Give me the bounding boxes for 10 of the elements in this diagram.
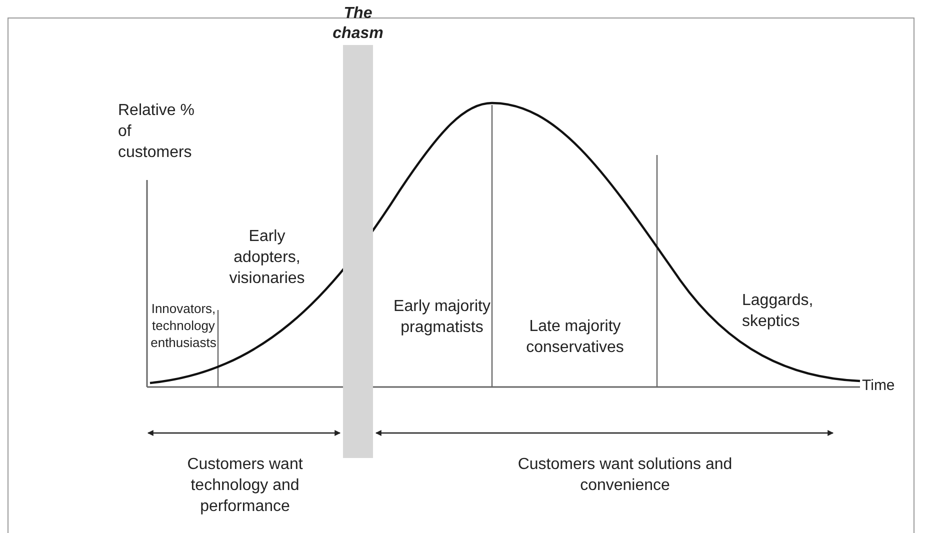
time-axis-label: Time — [862, 376, 896, 396]
segment-label: Innovators, technology enthusiasts — [150, 300, 217, 351]
segment-label: Late majority conservatives — [525, 317, 625, 358]
chasm-title: The chasm — [332, 4, 384, 44]
needs-label: Customers want technology and performance — [186, 455, 304, 517]
segment-label: Laggards, skeptics — [742, 291, 814, 332]
axis-label: Relative % of customers — [118, 101, 196, 163]
segment-label: Early adopters, visionaries — [228, 227, 306, 289]
segment-label: Early majority pragmatists — [392, 297, 492, 338]
needs-label: Customers want solutions and convenience — [516, 455, 734, 496]
